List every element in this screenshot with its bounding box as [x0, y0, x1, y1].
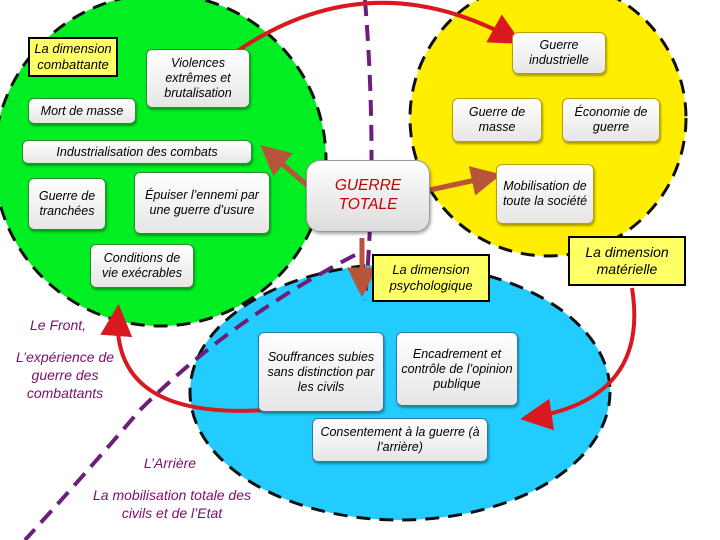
box-souffrances: Souffrances subies sans distinction par …	[258, 332, 384, 412]
box-tranchees: Guerre de tranchées	[28, 178, 106, 230]
label-experience-combattants: L’expérience de guerre des combattants	[15, 349, 115, 402]
divider-line-diagonal	[23, 253, 356, 540]
box-violences: Violences extrêmes et brutalisation	[146, 49, 250, 108]
title-dimension-materielle: La dimension matérielle	[568, 236, 686, 286]
box-epuiser: Épuiser l’ennemi par une guerre d’usure	[134, 172, 270, 234]
arrow-blue-to-front	[100, 304, 266, 413]
box-mobilisation-societe: Mobilisation de toute la société	[496, 164, 594, 224]
box-consentement: Consentement à la guerre (à l’arrière)	[312, 418, 488, 462]
box-industrialisation: Industrialisation des combats	[22, 140, 252, 164]
label-arriere: L’Arrière	[143, 455, 197, 471]
title-dimension-psychologique: La dimension psychologique	[372, 254, 490, 302]
box-mort-de-masse: Mort de masse	[28, 98, 136, 124]
label-le-front: Le Front,	[30, 317, 87, 333]
arrow-combattante-to-industrielle	[234, 0, 523, 54]
box-economie-de-guerre: Économie de guerre	[562, 98, 660, 142]
arrow-center-to-yellow	[429, 166, 502, 196]
arrow-materielle-to-blue	[520, 287, 637, 431]
center-guerre-totale: GUERRE TOTALE	[306, 160, 430, 232]
box-guerre-industrielle: Guerre industrielle	[512, 32, 606, 74]
divider-line-vertical	[363, 0, 374, 301]
box-encadrement: Encadrement et contrôle de l’opinion pub…	[396, 332, 518, 406]
box-guerre-de-masse: Guerre de masse	[452, 98, 542, 142]
title-dimension-combattante: La dimension combattante	[28, 37, 118, 77]
arrow-center-to-green	[260, 145, 310, 188]
label-mobilisation-totale: La mobilisation totale des civils et de …	[93, 487, 251, 522]
box-conditions: Conditions de vie exécrables	[90, 244, 194, 288]
